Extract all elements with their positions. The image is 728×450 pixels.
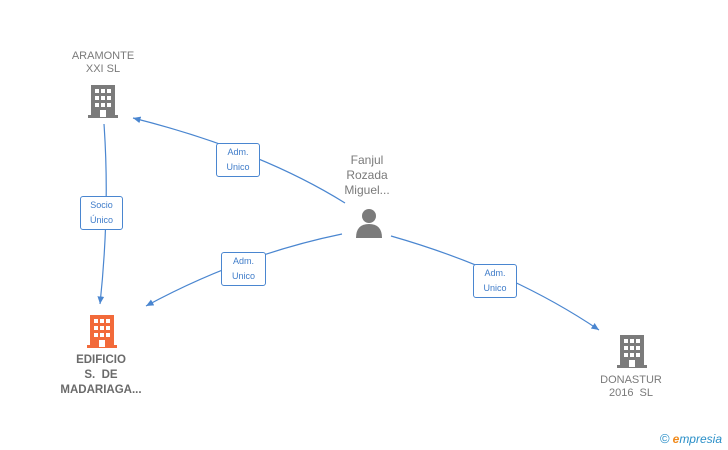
node-label-aramonte[interactable]: ARAMONTE XXI SL (61, 50, 145, 76)
brand-logo-text: mpresia (679, 432, 722, 446)
edge-label-fanjul-edificio[interactable]: Adm. Unico (221, 252, 266, 286)
node-label-line: EDIFICIO (76, 354, 126, 366)
building-icon[interactable] (87, 83, 119, 119)
edge-label-aramonte-edificio[interactable]: Socio Único (80, 196, 123, 230)
edge-label-line: Socio (90, 200, 113, 210)
edge-label-line: Adm. (484, 268, 506, 278)
edge-label-line: Único (89, 215, 113, 225)
edge-label-fanjul-donastur[interactable]: Adm. Unico (473, 264, 517, 298)
node-label-line: S. DE (84, 369, 118, 381)
node-label-line: ARAMONTE (71, 50, 135, 62)
node-label-line: DONASTUR (600, 374, 662, 386)
edge-label-fanjul-aramonte[interactable]: Adm. Unico (216, 143, 260, 177)
edge-label-line: Unico (483, 283, 507, 293)
brand-logo-e: e (672, 432, 680, 446)
node-label-line: Fanjul (350, 153, 384, 167)
node-label-line: Miguel... (344, 183, 390, 197)
building-icon-highlighted[interactable] (86, 313, 118, 349)
brand-footer[interactable]: ©empresia (660, 431, 722, 446)
edge-label-line: Adm. (232, 256, 254, 266)
building-icon[interactable] (616, 333, 648, 369)
edge-label-line: Unico (226, 162, 250, 172)
edge-label-line: Adm. (227, 147, 249, 157)
node-label-edificio[interactable]: EDIFICIO S. DE MADARIAGA... (40, 353, 162, 398)
node-label-line: Rozada (346, 168, 388, 182)
person-icon[interactable] (353, 206, 385, 238)
node-label-line: MADARIAGA... (60, 384, 142, 396)
node-label-fanjul[interactable]: Fanjul Rozada Miguel... (326, 153, 408, 198)
node-label-line: XXI SL (85, 63, 121, 75)
node-label-line: 2016 SL (608, 387, 654, 399)
node-label-donastur[interactable]: DONASTUR 2016 SL (588, 374, 674, 400)
copyright-icon: © (660, 431, 670, 446)
edge-label-line: Unico (231, 271, 255, 281)
